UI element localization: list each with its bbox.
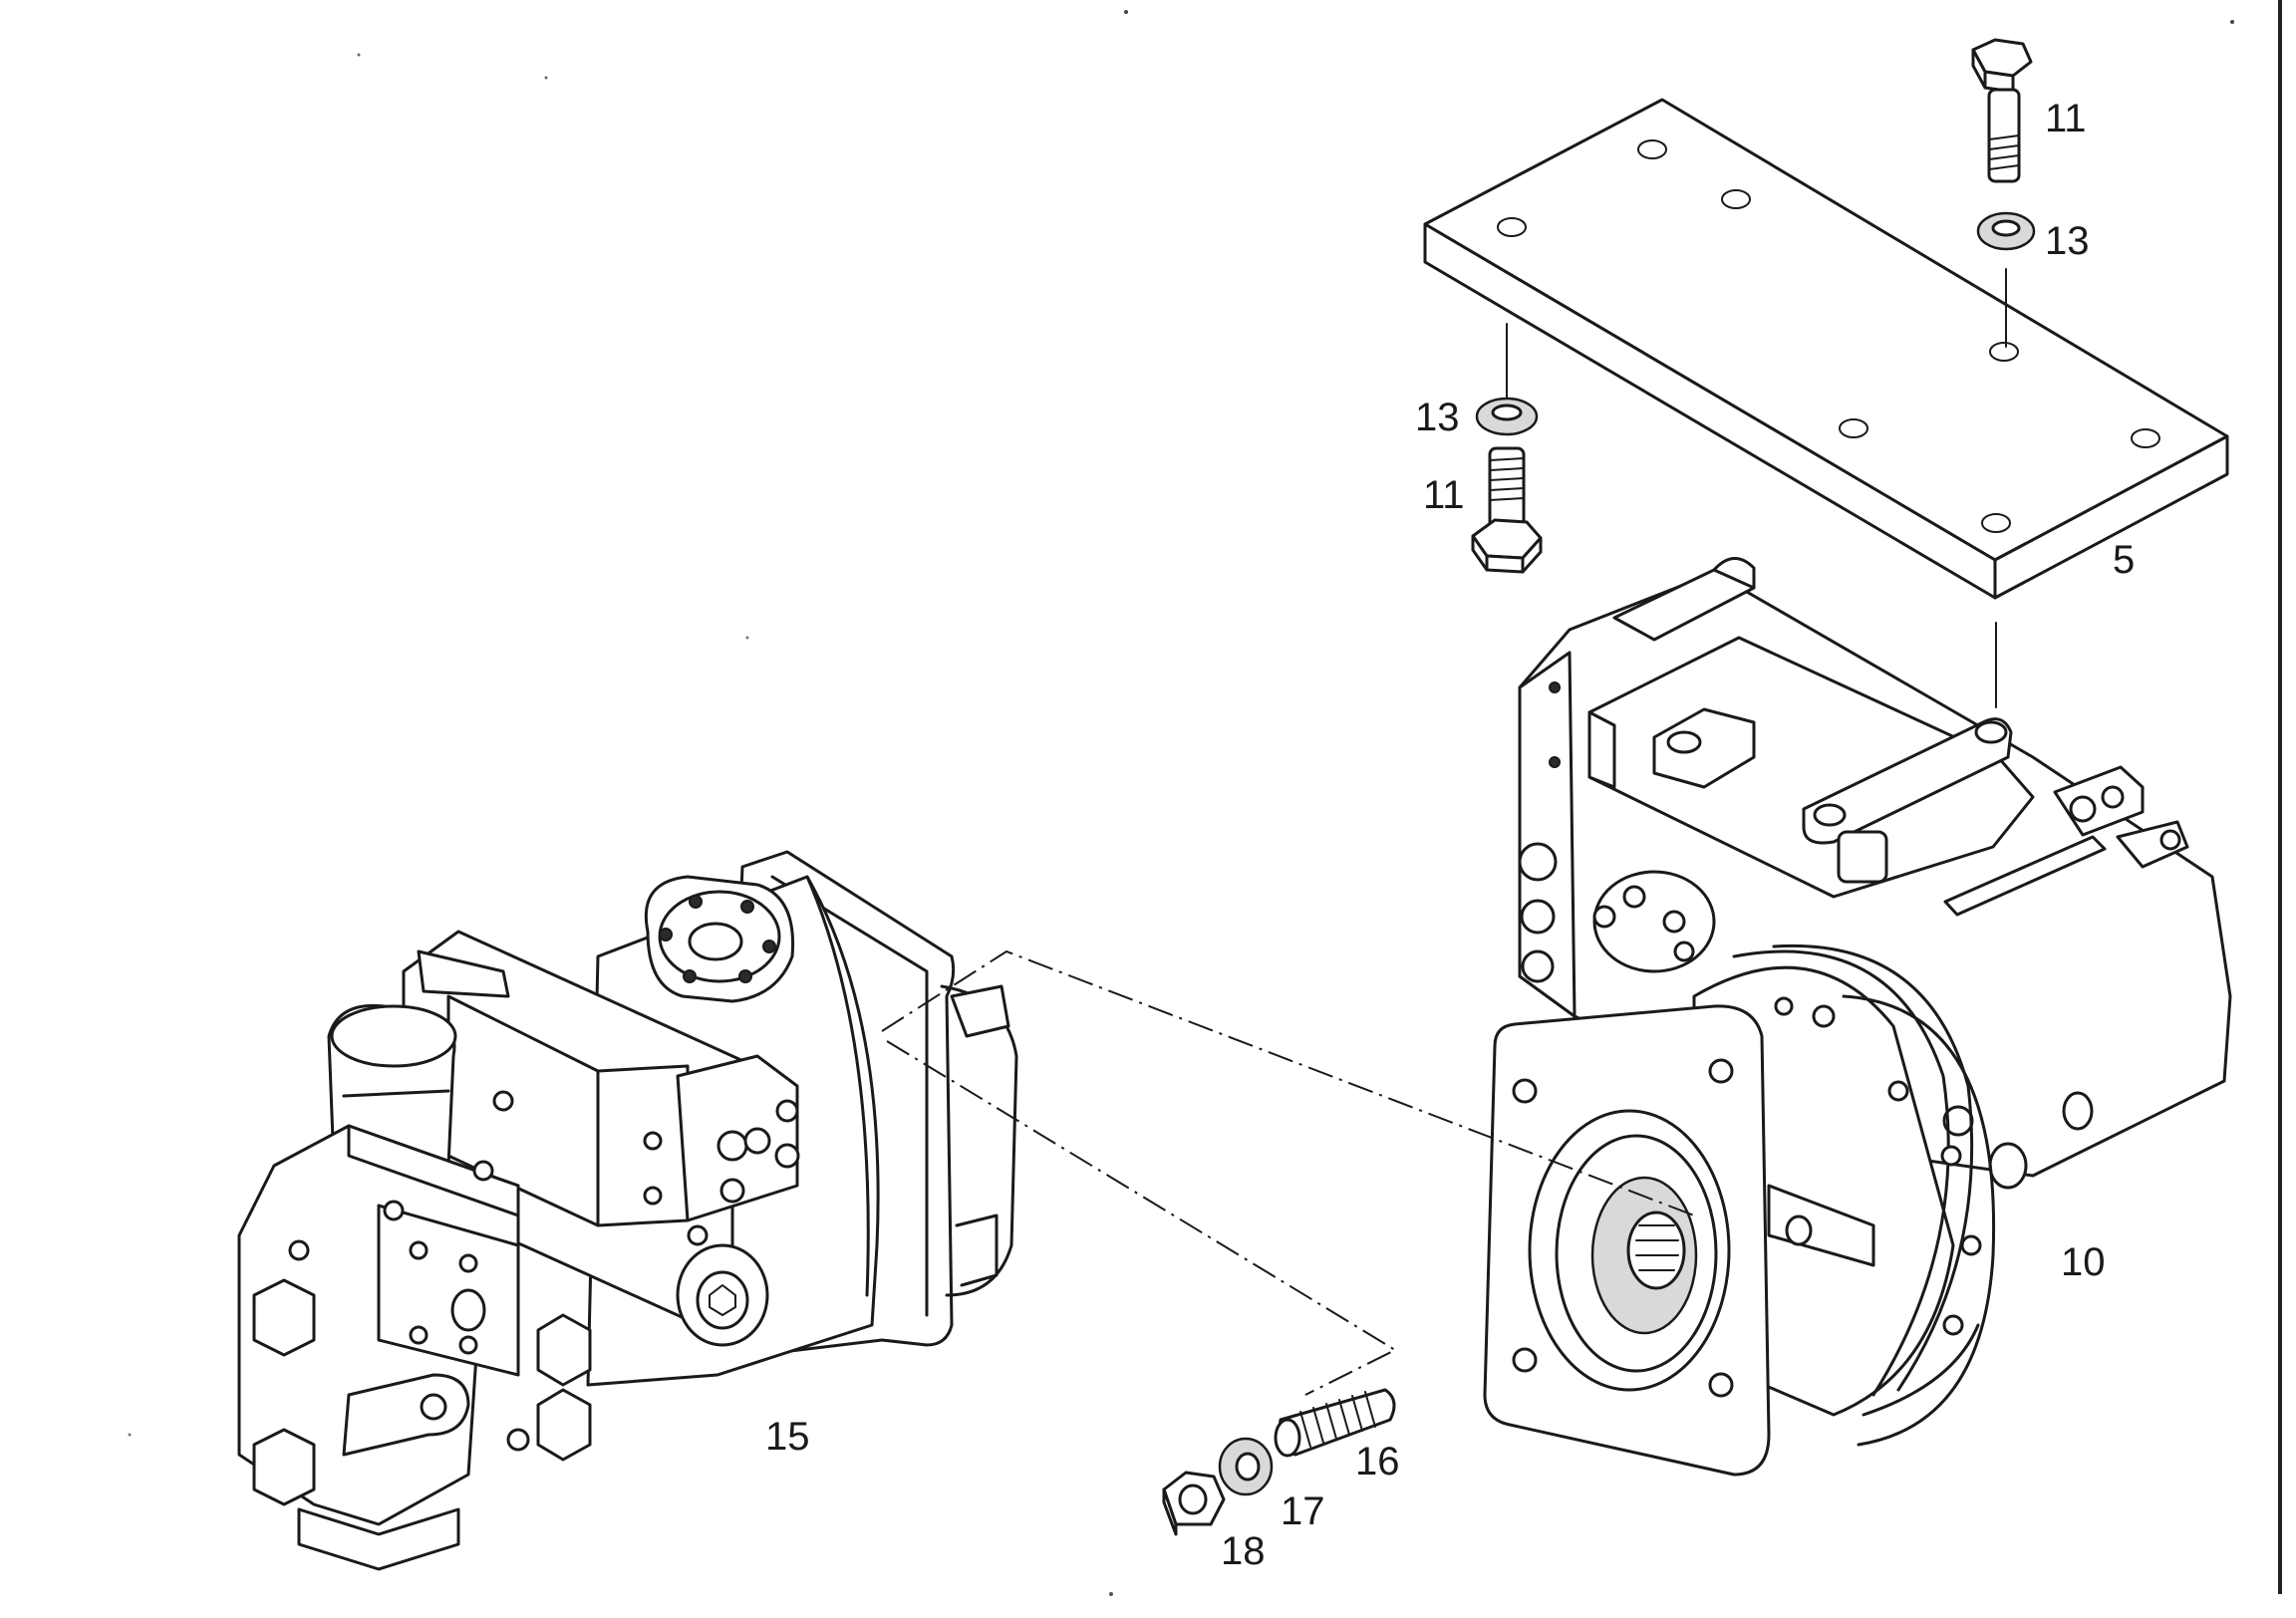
callout-16: 16 (1355, 1440, 1400, 1483)
scan-artifacts (128, 0, 2282, 1596)
washer-17 (1218, 1437, 1274, 1496)
callout-13-top: 13 (2045, 219, 2090, 263)
callout-17: 17 (1281, 1489, 1325, 1533)
pump-15-top-port (644, 875, 795, 1003)
hex-bolt-top (1971, 38, 2033, 183)
plate-holes (1497, 139, 2160, 533)
pump-15-hex-plugs (252, 1278, 592, 1506)
stud-16 (1274, 1388, 1396, 1458)
callout-5: 5 (2113, 538, 2135, 582)
washer-top (1976, 211, 2036, 251)
centerline-axes (881, 949, 1695, 1396)
callout-11-left: 11 (1423, 473, 1465, 517)
washer-left (1475, 397, 1539, 436)
pump-assembly-10 (1483, 557, 2232, 1477)
pump-10-coupling (1592, 870, 1716, 973)
pump-assembly-15 (237, 850, 1018, 1571)
assembly-leader-lines (1506, 268, 2007, 708)
pump-10-side-fittings (2053, 765, 2189, 869)
hex-bolt-left (1471, 446, 1543, 574)
pump-10-ring-bolts (1774, 996, 1982, 1336)
callout-labels: 11 13 13 11 5 10 15 16 17 18 (765, 97, 2135, 1573)
pump-15-fittings (687, 1099, 800, 1246)
callout-15: 15 (765, 1415, 810, 1459)
hex-nut-18 (1162, 1471, 1226, 1536)
mounting-plate (1423, 98, 2229, 600)
callout-10: 10 (2061, 1240, 2106, 1284)
callout-11-top: 11 (2045, 97, 2087, 140)
callout-18: 18 (1221, 1529, 1266, 1573)
callout-13-left: 13 (1415, 396, 1460, 439)
